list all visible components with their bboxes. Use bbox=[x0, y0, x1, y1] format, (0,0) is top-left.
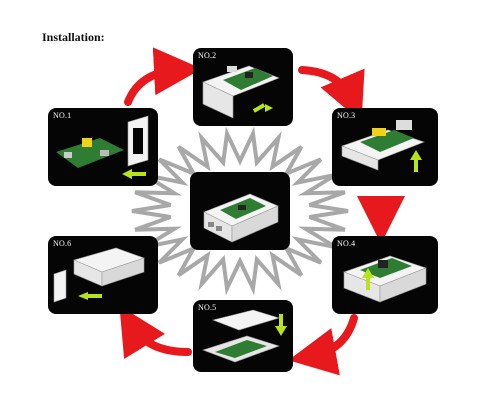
center-assembled-case bbox=[190, 172, 290, 250]
step-1-label: NO.1 bbox=[53, 111, 72, 120]
step-4-label: NO.4 bbox=[337, 239, 356, 248]
arrow-2-to-3 bbox=[298, 66, 365, 123]
step-4-image bbox=[343, 255, 427, 303]
step-6-image bbox=[53, 247, 145, 303]
arrow-1-to-2 bbox=[124, 47, 202, 106]
step-panel-2: NO.2 bbox=[193, 48, 293, 126]
step-6-label: NO.6 bbox=[53, 239, 72, 248]
arrow-5-to-6 bbox=[119, 305, 192, 360]
step-2-label: NO.2 bbox=[198, 51, 217, 60]
step-panel-6: NO.6 bbox=[48, 236, 158, 314]
assembled-case-image bbox=[203, 193, 279, 243]
step-5-label: NO.5 bbox=[198, 303, 217, 312]
step-2-image bbox=[202, 65, 280, 119]
step-panel-4: NO.4 bbox=[332, 236, 438, 314]
arrow-4-to-5 bbox=[288, 314, 358, 376]
step-panel-3: NO.3 bbox=[332, 108, 438, 186]
page-title: Installation: bbox=[42, 30, 105, 44]
step-3-image bbox=[341, 120, 425, 172]
step-panel-5: NO.5 bbox=[193, 300, 293, 372]
step-1-image bbox=[56, 115, 149, 179]
step-5-image bbox=[202, 309, 287, 363]
step-3-label: NO.3 bbox=[337, 111, 356, 120]
step-panel-1: NO.1 bbox=[48, 108, 158, 186]
